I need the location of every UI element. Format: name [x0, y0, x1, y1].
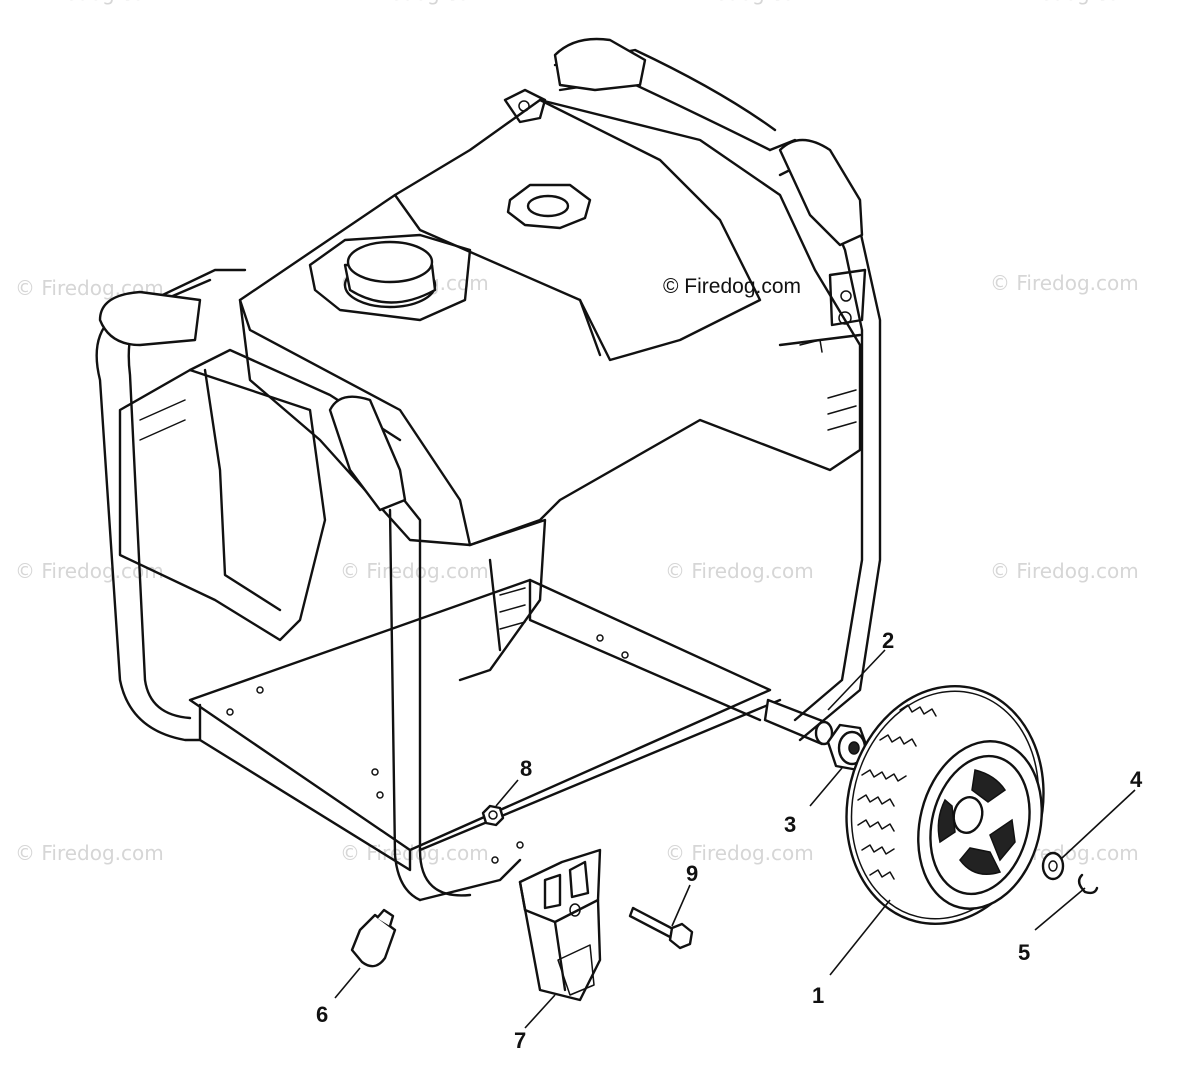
watermark: © Firedog.com [665, 559, 814, 583]
watermark: © Firedog.com [15, 559, 164, 583]
watermark: © Firedog.com [990, 0, 1139, 5]
clip-part-5 [1077, 873, 1099, 895]
watermark: © Firedog.com [665, 0, 814, 5]
roll-frame [95, 48, 882, 902]
cap-part-6 [350, 908, 397, 968]
bolt-part-9 [628, 906, 694, 950]
callout-7: 7 [514, 1028, 526, 1053]
callout-2: 2 [882, 628, 894, 653]
callout-1: 1 [812, 983, 824, 1008]
watermark: © Firedog.com [15, 841, 164, 865]
callout-8: 8 [520, 756, 532, 781]
generator-body [238, 98, 862, 682]
callout-4: 4 [1130, 767, 1143, 792]
copyright-label: © Firedog.com [663, 275, 801, 298]
frame-bracket [503, 88, 867, 327]
tank-vent [506, 183, 592, 230]
frame-grips [98, 37, 864, 512]
callout-5: 5 [1018, 940, 1030, 965]
bracket-part-7 [518, 848, 602, 1002]
watermark: © Firedog.com [340, 841, 489, 865]
control-panel [118, 368, 327, 642]
callout-9: 9 [686, 861, 698, 886]
nut-part-8 [481, 804, 505, 827]
leader-lines [334, 649, 1136, 1029]
callout-6: 6 [316, 1002, 328, 1027]
frame-base-rails [188, 578, 782, 872]
watermark: © Firedog.com [665, 841, 814, 865]
washer-part-4 [1041, 851, 1065, 881]
watermark: © Firedog.com [990, 559, 1139, 583]
fuel-cap [308, 233, 472, 322]
watermark: © Firedog.com [340, 0, 489, 5]
callouts: 2 3 4 5 1 8 9 6 7 [316, 628, 1143, 1053]
watermark: © Firedog.com [340, 559, 489, 583]
watermark: © Firedog.com [990, 271, 1139, 295]
watermark: © Firedog.com [15, 0, 164, 5]
callout-3: 3 [784, 812, 796, 837]
wheel-part-1 [845, 685, 1045, 925]
